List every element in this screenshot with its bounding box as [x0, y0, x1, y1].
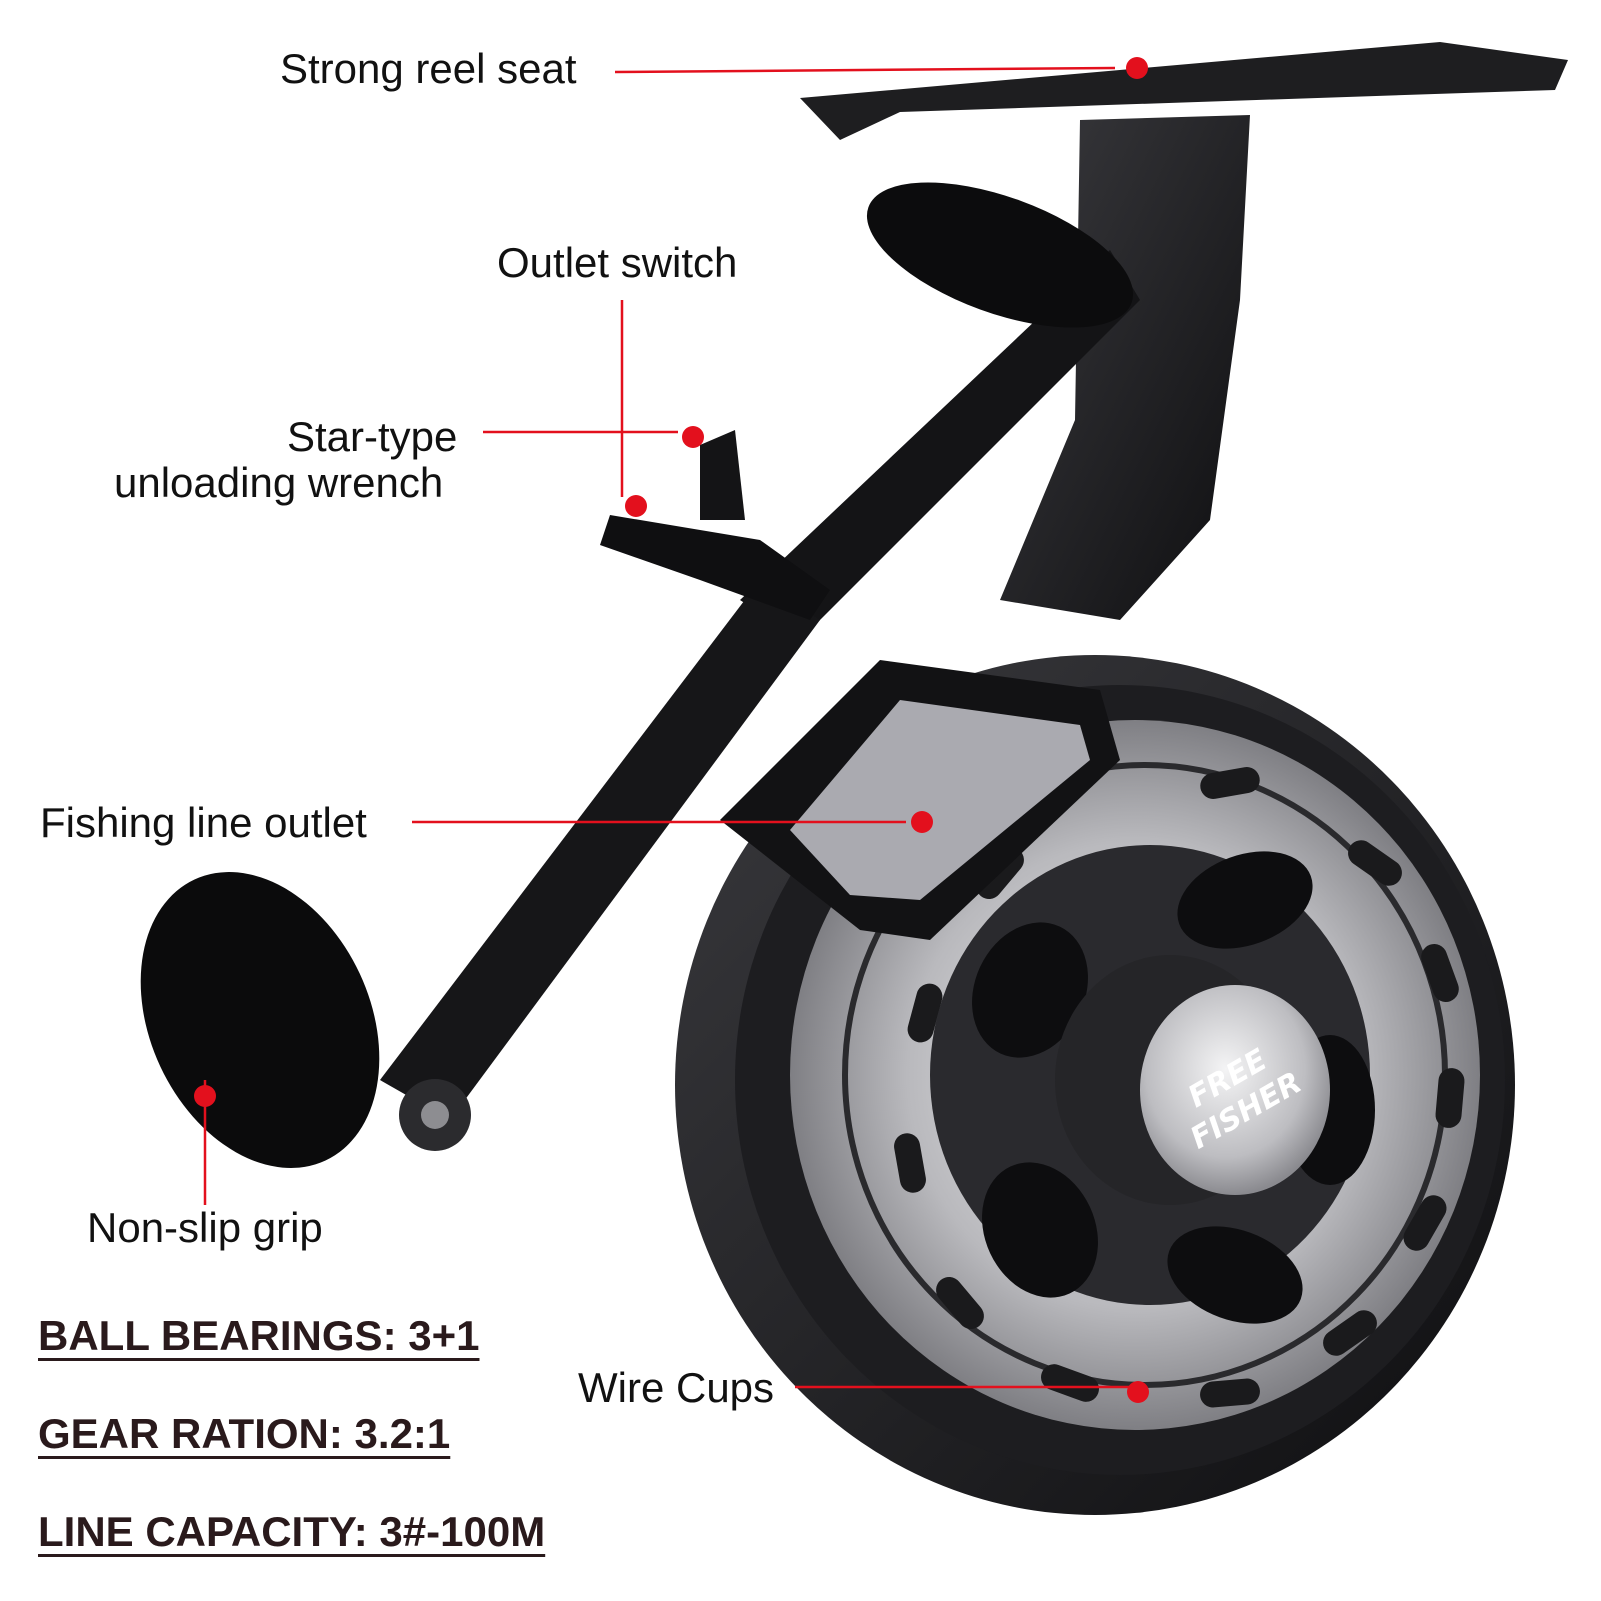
callout-line-outlet: Fishing line outlet: [40, 799, 367, 846]
callout-grip: Non-slip grip: [87, 1204, 323, 1251]
spec-ball-bearings: BALL BEARINGS: 3+1: [38, 1312, 480, 1359]
spec-gear-ration: GEAR RATION: 3.2:1: [38, 1410, 451, 1457]
reel-seat-foot: [800, 42, 1568, 140]
crank-arm-upper: [740, 250, 1140, 640]
callout-wire-cups: Wire Cups: [578, 1364, 775, 1411]
brand-cap: [1140, 985, 1330, 1195]
callout-outlet-switch: Outlet switch: [497, 239, 738, 286]
callout-star-wrench-line1: Star-type: [287, 413, 458, 460]
reel-stem: [1000, 115, 1250, 620]
crank-arm-lower: [380, 580, 820, 1120]
callout-star-wrench-line2: unloading wrench: [114, 459, 444, 506]
callout-dots: [194, 57, 1149, 1403]
outlet-switch-lever: [600, 515, 830, 620]
spec-line-capacity: LINE CAPACITY: 3#-100M: [38, 1508, 546, 1555]
star-wrench: [700, 430, 745, 520]
upper-knob: [866, 182, 1134, 328]
lower-knob: [140, 872, 380, 1168]
callout-reel-seat: Strong reel seat: [280, 45, 577, 92]
